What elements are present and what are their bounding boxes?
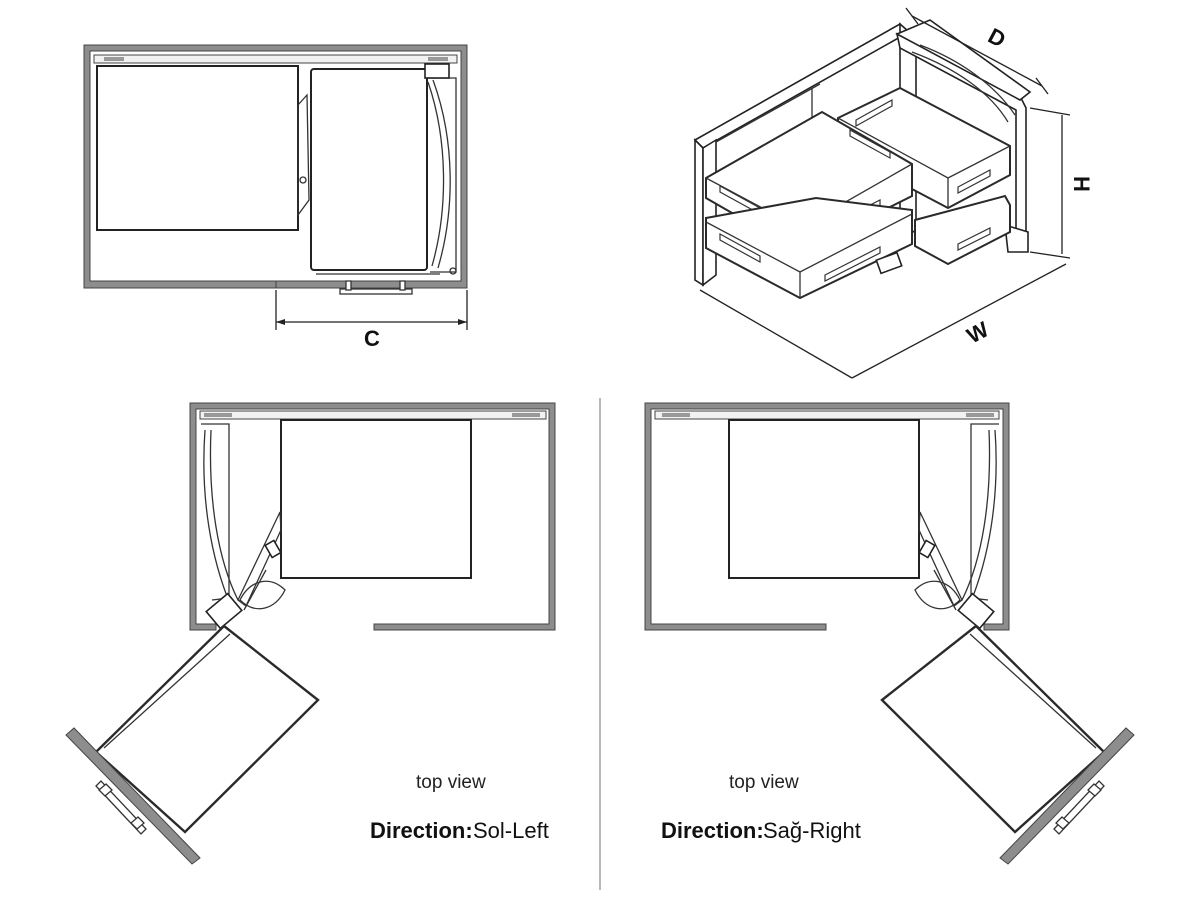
dim-line-d — [911, 15, 1043, 87]
hinge-block — [957, 592, 995, 630]
rail-clip — [512, 413, 540, 417]
cabinet-post — [694, 138, 704, 287]
mechanism-curve — [432, 79, 451, 269]
mechanism-curve — [911, 51, 1009, 123]
arrowhead — [276, 319, 285, 325]
drawer-slot — [849, 128, 891, 160]
rail-clip — [966, 413, 994, 417]
closed-top-view: C — [83, 44, 468, 351]
rail-clip — [662, 413, 690, 417]
handle-post — [399, 280, 406, 291]
dim-label-d: D — [984, 23, 1010, 53]
right-direction-value: Sağ-Right — [763, 818, 861, 843]
handle-post — [1055, 816, 1070, 830]
front-lower-drawer — [705, 196, 913, 300]
drawer-slot — [957, 227, 991, 251]
cabinet-post — [702, 138, 717, 287]
dim-tick — [905, 7, 919, 25]
left-direction-label: Direction: — [370, 818, 473, 843]
rear-lower-drawer — [914, 194, 1011, 266]
mechanism-frame — [201, 423, 230, 601]
drawer-slot — [719, 232, 761, 264]
swing-arm — [239, 580, 286, 610]
front-basket — [94, 624, 320, 834]
mechanism-curve — [919, 44, 1016, 116]
left-direction-value: Sol-Left — [473, 818, 549, 843]
rear-basket — [728, 419, 920, 579]
basket-edge — [103, 633, 231, 749]
rail-clip — [204, 413, 232, 417]
cabinet-edge — [715, 83, 821, 143]
hinge-block — [205, 592, 243, 630]
dim-label-c: C — [364, 326, 380, 351]
arm-line — [933, 569, 957, 611]
mechanism-curve — [961, 429, 991, 601]
handle-post — [1087, 783, 1102, 797]
right-basket — [310, 68, 428, 271]
top-rail — [93, 54, 458, 64]
isometric-view: D H W — [693, 7, 1094, 379]
basket-edge — [969, 633, 1097, 749]
dim-line-w — [851, 263, 1067, 379]
rail-clip — [104, 57, 124, 61]
connecting-arm — [297, 93, 310, 217]
handle — [339, 288, 413, 295]
mechanism-curve — [969, 429, 997, 605]
left-basket — [96, 65, 299, 231]
swing-arm — [914, 580, 961, 610]
left-open-view: top view Direction: Sol-Left — [65, 402, 556, 865]
door-panel — [999, 727, 1135, 865]
right-open-view: top view Direction: Sağ-Right — [644, 402, 1135, 865]
mechanism-curve — [203, 429, 231, 605]
dim-label-h: H — [1069, 176, 1094, 192]
dim-tick — [1029, 251, 1071, 259]
cabinet-wall — [644, 402, 1010, 631]
dim-tick — [1029, 107, 1071, 116]
handle-post — [130, 816, 145, 830]
cabinet-wall — [189, 402, 556, 631]
right-direction-label: Direction: — [661, 818, 764, 843]
front-basket — [880, 624, 1106, 834]
drawer-foot — [875, 251, 903, 275]
pivot — [299, 176, 307, 184]
mechanism-block — [424, 63, 450, 79]
cabinet-wall — [83, 44, 468, 289]
arm-line — [243, 569, 267, 611]
dim-tick — [1035, 77, 1049, 95]
left-caption: top view — [416, 772, 486, 793]
dim-label-w: W — [963, 316, 993, 348]
handle-post — [98, 783, 113, 797]
top-rail — [199, 410, 547, 420]
arm-clip — [264, 539, 282, 559]
rail-clip — [428, 57, 448, 61]
drawer-slot — [824, 246, 881, 282]
drawer-slot — [855, 98, 893, 128]
pivot — [449, 267, 457, 275]
arm-clip — [918, 539, 936, 559]
handle-post — [345, 280, 352, 291]
top-rail — [654, 410, 1000, 420]
swing-arm — [918, 511, 963, 608]
dim-line-w — [699, 289, 853, 379]
mechanism-curve — [209, 429, 239, 601]
arrowhead — [458, 319, 467, 325]
mechanism-frame — [970, 423, 999, 601]
right-caption: top view — [729, 772, 799, 793]
drawer-slot — [957, 169, 991, 194]
swing-arm — [237, 511, 282, 608]
top-cover — [895, 19, 1032, 101]
door-panel — [65, 727, 201, 865]
rear-basket — [280, 419, 472, 579]
mechanism-curve — [427, 81, 445, 267]
